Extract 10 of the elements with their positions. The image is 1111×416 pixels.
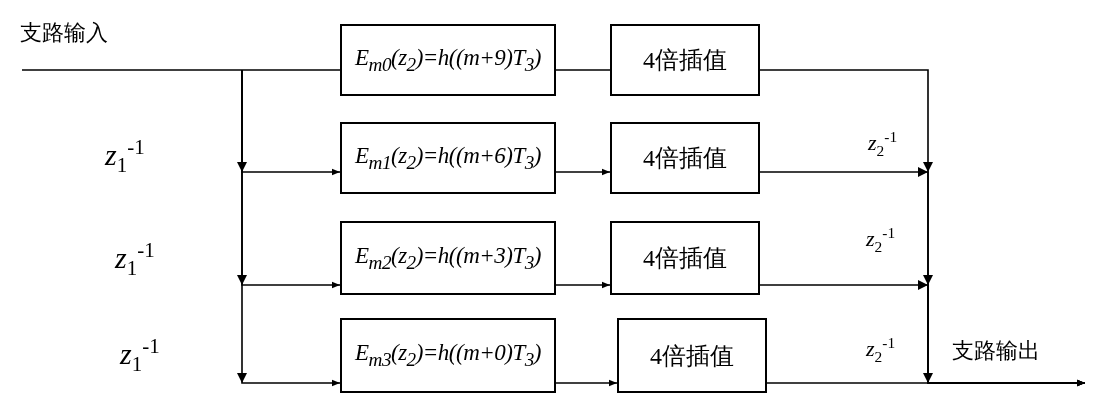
signal-label: 支路输出 — [952, 337, 1040, 365]
formula-box: E$_{m2}$(z$_{2}$)=h((m+3)T$_{3}$) — [340, 221, 556, 295]
formula-box: E$_{m1}$(z$_{2}$)=h((m+6)T$_{3}$) — [340, 122, 556, 194]
formula-box: E$_{m0}$(z$_{2}$)=h((m+9)T$_{3}$) — [340, 24, 556, 96]
formula-box: E$_{m3}$(z$_{2}$)=h((m+0)T$_{3}$) — [340, 318, 556, 393]
process-box: 4倍插值 — [610, 24, 760, 96]
process-box: 4倍插值 — [610, 122, 760, 194]
process-box: 4倍插值 — [617, 318, 767, 393]
signal-label: 支路输入 — [20, 19, 108, 47]
process-box: 4倍插值 — [610, 221, 760, 295]
